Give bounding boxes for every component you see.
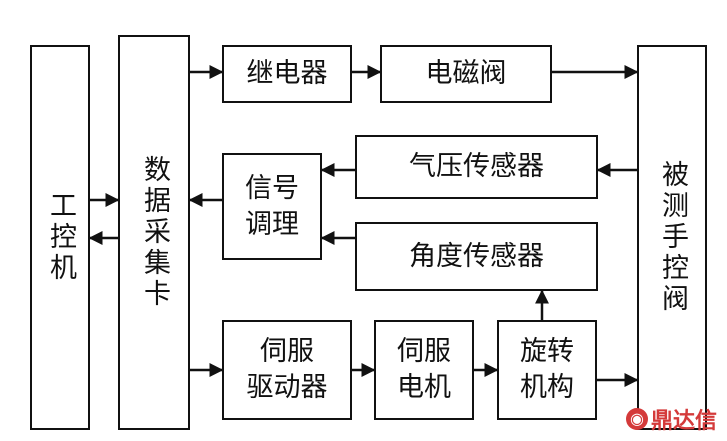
block-angle-label: 角度传感器 [409,240,544,272]
block-relay: 继电器 [222,45,352,103]
block-motor-label: 伺服 电机 [397,336,451,403]
block-ipc: 工控机 [30,45,90,430]
block-relay-label: 继电器 [246,58,328,89]
block-motor: 伺服 电机 [374,320,474,420]
block-pressure-label: 气压传感器 [409,151,544,182]
block-daq: 数据采集卡 [118,35,190,430]
block-solenoid: 电磁阀 [380,45,552,103]
block-angle: 角度传感器 [355,222,598,291]
block-daq-label: 数据采集卡 [139,155,170,310]
block-conditioning: 信号 调理 [222,153,322,260]
block-solenoid-label: 电磁阀 [425,58,507,89]
block-driver: 伺服 驱动器 [222,320,352,420]
block-driver-label: 伺服 驱动器 [246,336,328,403]
block-valve: 被测手控阀 [637,45,707,430]
block-conditioning-label: 信号 调理 [245,172,299,240]
watermark-text: 鼎达信 [650,409,717,434]
block-valve-label: 被测手控阀 [657,160,688,315]
watermark: ◉ 鼎达信 [625,403,717,435]
block-rotary: 旋转 机构 [497,320,597,420]
block-ipc-label: 工控机 [45,191,76,284]
block-pressure: 气压传感器 [355,135,598,199]
watermark-logo-icon: ◉ [625,408,648,430]
block-rotary-label: 旋转 机构 [520,336,574,403]
